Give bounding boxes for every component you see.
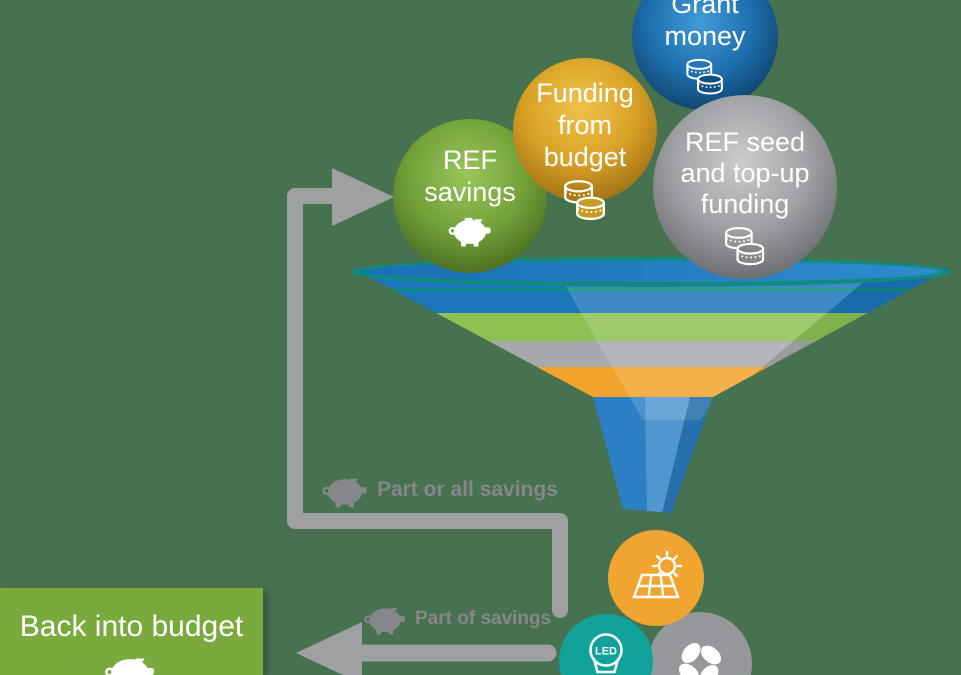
coins-icon	[564, 180, 606, 221]
ball-label-line: savings	[424, 177, 516, 207]
savings-loop-arrow	[287, 168, 568, 618]
part-of-savings-arrow	[296, 622, 557, 675]
ball-label-line: REF seed	[684, 127, 806, 157]
funnel-mouth	[362, 261, 941, 282]
ball-label-line: funding	[700, 189, 790, 219]
label-part-or-all-savings: Part or all savings	[322, 472, 558, 508]
piggy-bank-icon	[105, 658, 154, 675]
led-text: LED	[595, 646, 617, 658]
coins-icon	[686, 58, 723, 95]
ball-ref-savings: REF savings	[393, 119, 547, 273]
ball-label-line: Funding	[536, 78, 634, 108]
arrowhead-left-icon	[296, 622, 362, 675]
label-part-of-savings: Part of savings	[364, 602, 551, 635]
ball-ref-seed-topup: REF seed and top-up funding	[653, 95, 837, 279]
ball-label-line: Grant	[671, 0, 739, 19]
ball-label-line: money	[664, 21, 746, 51]
funnel-rim-back-edge	[352, 288, 950, 291]
flow-label-text: Part of savings	[415, 607, 552, 629]
led-bulb-icon: LED	[589, 633, 623, 674]
budget-box-label: Back into budget	[19, 610, 244, 643]
fan-icon	[678, 642, 722, 675]
piggy-bank-icon	[448, 217, 491, 247]
flow-label-text: Part or all savings	[377, 478, 558, 501]
ball-funding-from-budget: Funding from budget	[513, 58, 657, 221]
arrowhead-right-icon	[332, 168, 394, 226]
ball-label-line: and top-up	[680, 158, 810, 188]
ball-label-line: REF	[443, 145, 497, 175]
solar-panel-icon	[632, 550, 683, 599]
coins-icon	[724, 226, 765, 266]
funnel-band-blue	[352, 291, 950, 313]
tech-circle-solar	[608, 530, 704, 626]
piggy-bank-icon	[364, 608, 405, 635]
piggy-bank-icon	[322, 478, 367, 508]
ball-label-line: from budget	[543, 110, 627, 172]
